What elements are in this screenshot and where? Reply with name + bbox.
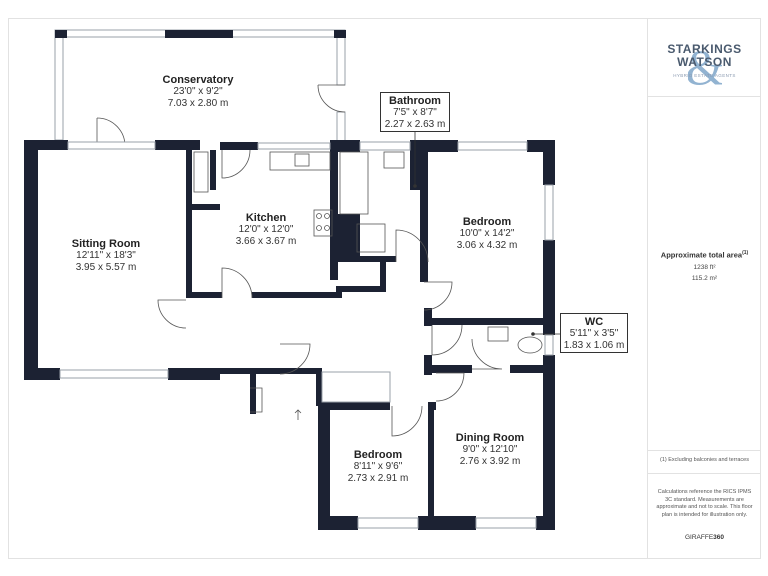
brand-line-2: WATSON bbox=[677, 55, 732, 69]
sidebar-divider bbox=[648, 450, 761, 451]
room-dim-metric: 3.95 x 5.57 m bbox=[75, 262, 137, 273]
room-name: Bedroom bbox=[353, 449, 403, 461]
doors bbox=[157, 149, 503, 437]
area-title-text: Approximate total area bbox=[660, 250, 743, 260]
room-label-bedroom-1: Bedroom 10'0" x 14'2" 3.06 x 4.32 m bbox=[457, 216, 518, 252]
giraffe-credit-a: GIRAFFE bbox=[684, 534, 714, 541]
room-dim-imperial: 23'0" x 9'2" bbox=[173, 86, 223, 97]
room-dim-metric: 7.03 x 2.80 m bbox=[167, 98, 229, 109]
room-name: Sitting Room bbox=[71, 238, 141, 250]
room-dim-imperial: 12'11" x 18'3" bbox=[76, 250, 136, 261]
bathroom-leader-dot bbox=[413, 184, 417, 188]
room-dim-metric: 2.73 x 2.91 m bbox=[347, 473, 409, 484]
brand-line-1: STARKINGS bbox=[667, 42, 742, 56]
room-dim-metric: 3.06 x 4.32 m bbox=[456, 240, 518, 251]
room-label-wc: WC 5'11" x 3'5" 1.83 x 1.06 m bbox=[564, 316, 625, 352]
room-dim-imperial: 12'0" x 12'0" bbox=[238, 224, 294, 235]
giraffe-credit: GIRAFFE360 bbox=[648, 534, 761, 541]
room-name: Conservatory bbox=[162, 74, 234, 86]
room-dim-metric: 2.27 x 2.63 m bbox=[384, 119, 446, 130]
room-dim-imperial: 10'0" x 14'2" bbox=[459, 228, 515, 239]
wc-callout bbox=[560, 313, 628, 353]
area-ft: 1238 ft² bbox=[693, 264, 716, 271]
room-label-sitting-room: Sitting Room 12'11" x 18'3" 3.95 x 5.57 … bbox=[72, 238, 140, 274]
room-dim-imperial: 5'11" x 3'5" bbox=[569, 328, 619, 339]
giraffe-credit-b: 360 bbox=[713, 534, 725, 541]
bathroom-callout bbox=[380, 92, 450, 132]
sidebar-divider bbox=[648, 96, 761, 97]
note-disclaimer: Calculations reference the RICS IPMS 3C … bbox=[656, 489, 753, 518]
room-name: Bathroom bbox=[389, 95, 441, 107]
room-label-dining-room: Dining Room 9'0" x 12'10" 2.76 x 3.92 m bbox=[456, 432, 524, 468]
sidebar-divider bbox=[648, 473, 761, 474]
info-sidebar: & STARKINGS WATSON HYBRID ESTATE AGENTS … bbox=[647, 18, 761, 559]
conservatory-posts bbox=[55, 30, 346, 38]
area-m: 115.2 m² bbox=[691, 275, 718, 282]
room-name: Bedroom bbox=[462, 216, 512, 228]
room-dim-imperial: 7'5" x 8'7" bbox=[393, 107, 437, 118]
brand-tagline: HYBRID ESTATE AGENTS bbox=[673, 73, 736, 78]
room-name: WC bbox=[584, 316, 604, 328]
room-label-conservatory: Conservatory 23'0" x 9'2" 7.03 x 2.80 m bbox=[163, 74, 234, 110]
room-dim-imperial: 9'0" x 12'10" bbox=[462, 444, 518, 455]
room-name: Kitchen bbox=[245, 212, 287, 224]
area-title-sup: (1) bbox=[742, 250, 749, 256]
room-label-bathroom: Bathroom 7'5" x 8'7" 2.27 x 2.63 m bbox=[385, 95, 446, 131]
room-dim-metric: 3.66 x 3.67 m bbox=[235, 236, 297, 247]
note-excluding: (1) Excluding balconies and terraces bbox=[660, 457, 749, 463]
room-dim-imperial: 8'11" x 9'6" bbox=[353, 461, 403, 472]
walls bbox=[24, 140, 555, 530]
area-title: Approximate total area(1) bbox=[648, 250, 761, 260]
room-label-kitchen: Kitchen 12'0" x 12'0" 3.66 x 3.67 m bbox=[236, 212, 297, 248]
wc-leader-dot bbox=[531, 332, 535, 336]
room-label-bedroom-2: Bedroom 8'11" x 9'6" 2.73 x 2.91 m bbox=[348, 449, 409, 485]
svg-text:&: & bbox=[688, 40, 722, 95]
room-dim-metric: 1.83 x 1.06 m bbox=[563, 340, 625, 351]
room-name: Dining Room bbox=[455, 432, 525, 444]
brand-logo-icon: & bbox=[688, 40, 722, 95]
windows bbox=[59, 141, 554, 529]
floorplan-frame bbox=[8, 18, 761, 559]
room-dim-metric: 2.76 x 3.92 m bbox=[459, 456, 521, 467]
fixtures bbox=[193, 151, 543, 354]
